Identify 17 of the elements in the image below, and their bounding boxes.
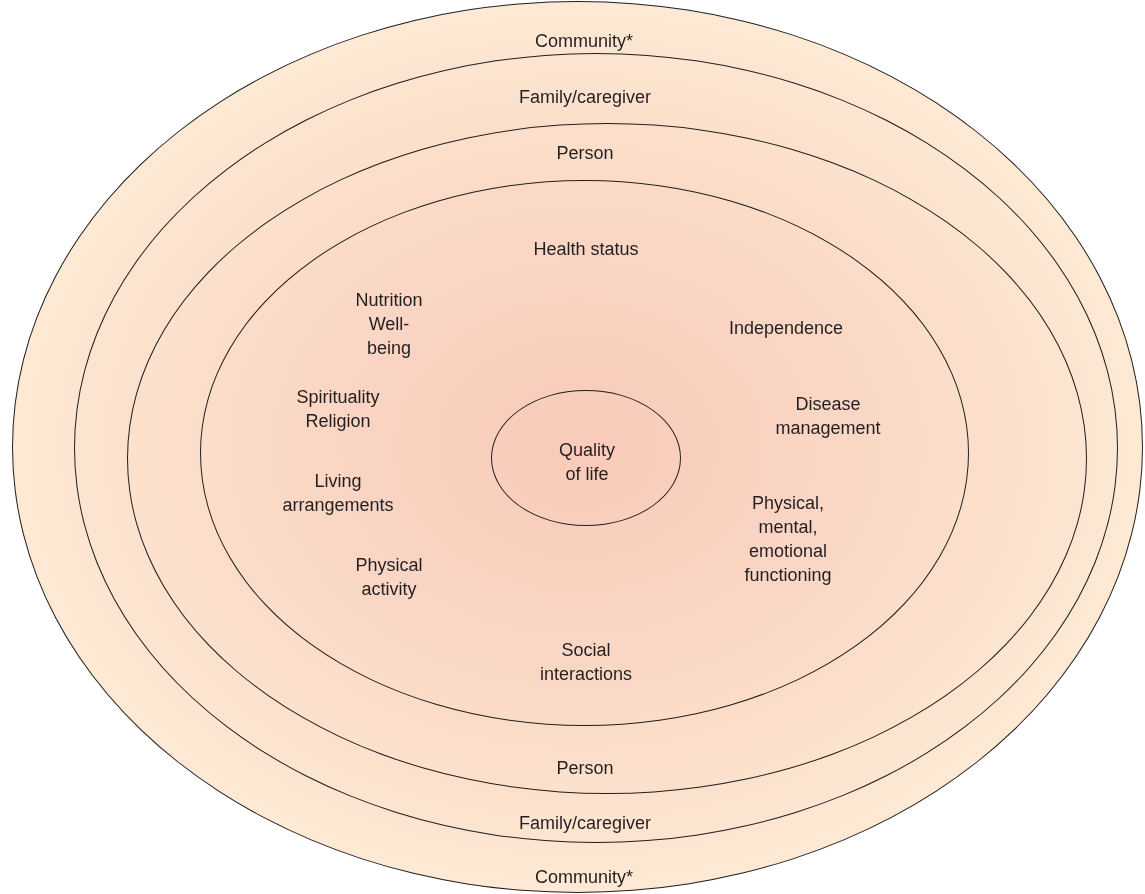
ring-label: Family/caregiver <box>519 86 651 109</box>
ring-label: Family/caregiver <box>519 812 651 835</box>
factor-label: Disease management <box>775 393 881 440</box>
ring-label: Community* <box>535 866 633 889</box>
factor-label: Independence <box>728 317 844 340</box>
factor-label: Nutrition Well-being <box>355 289 423 360</box>
factor-label: Social interactions <box>540 639 632 686</box>
center-label: Quality of life <box>559 439 615 486</box>
factor-label: Living arrangements <box>282 470 394 517</box>
factor-label: Spirituality Religion <box>296 386 380 433</box>
ring-ellipse <box>127 123 1087 794</box>
factor-label: Physical, mental, emotional functioning <box>744 492 832 587</box>
ring-label: Person <box>556 757 614 780</box>
ring-label: Person <box>556 142 614 165</box>
ring-label: Community* <box>535 30 633 53</box>
factor-label: Health status <box>533 238 639 261</box>
factor-label: Physical activity <box>355 554 423 601</box>
